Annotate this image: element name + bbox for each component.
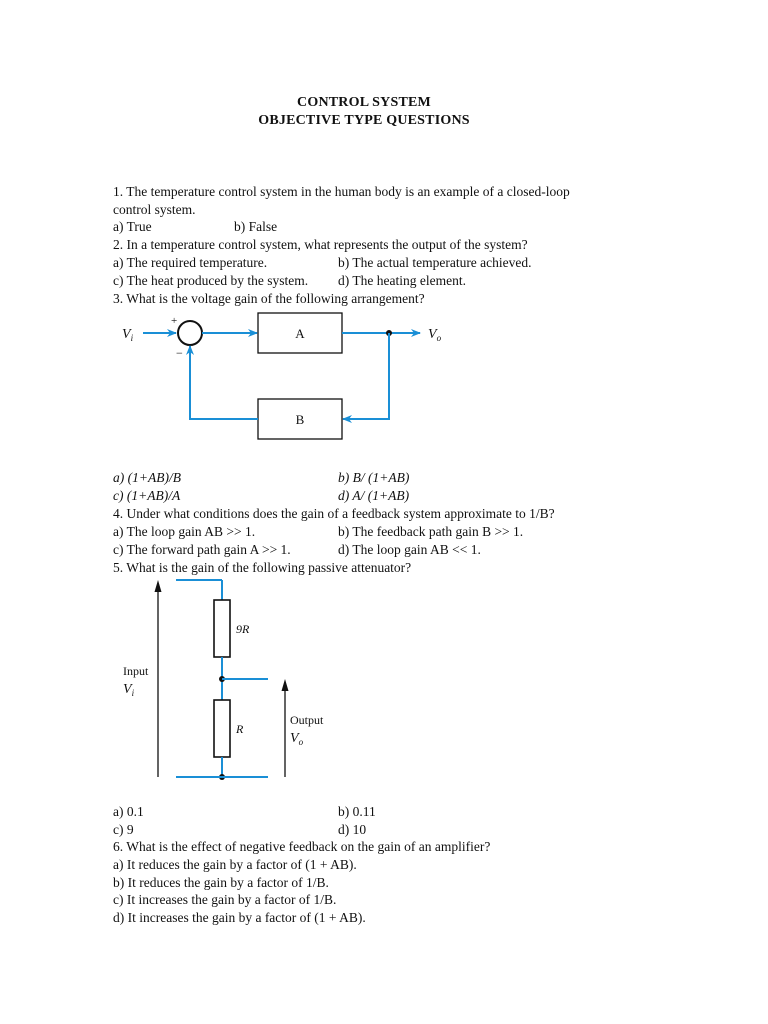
question-5-text: 5. What is the gain of the following pas… <box>113 560 412 575</box>
resistor-r <box>213 699 231 758</box>
attenuator-diagram: 9R R Input Vi Output Vo <box>123 579 324 780</box>
output-word: Output <box>290 713 324 727</box>
question-4-option-d: d) The loop gain AB << 1. <box>338 542 481 557</box>
attenuator-input-label: Vi <box>123 682 135 698</box>
q3-feedback-wire-right <box>342 333 390 423</box>
q3-minus-sign: − <box>176 346 183 360</box>
input-arrow-head <box>154 580 162 592</box>
question-2-text: 2. In a temperature control system, what… <box>113 237 528 252</box>
question-4-option-c: c) The forward path gain A >> 1. <box>113 542 291 557</box>
question-5-option-d: d) 10 <box>338 822 367 837</box>
question-6-option-b: b) It reduces the gain by a factor of 1/… <box>113 875 329 890</box>
question-6-text: 6. What is the effect of negative feedba… <box>113 839 491 854</box>
question-1-text-line2: control system. <box>113 202 196 217</box>
question-4-text: 4. Under what conditions does the gain o… <box>113 506 555 521</box>
question-5-option-b: b) 0.11 <box>338 804 376 819</box>
q3-output-label: Vo <box>428 327 442 343</box>
document-subtitle: OBJECTIVE TYPE QUESTIONS <box>258 113 470 128</box>
question-6-option-c: c) It increases the gain by a factor of … <box>113 892 337 907</box>
question-1-option-b: b) False <box>234 219 278 234</box>
question-4-option-b: b) The feedback path gain B >> 1. <box>338 524 524 539</box>
resistor-9r-label: 9R <box>236 622 250 636</box>
q3-input-label: Vi <box>122 327 134 343</box>
question-6-option-a: a) It reduces the gain by a factor of (1… <box>113 857 357 872</box>
question-2-option-d: d) The heating element. <box>338 273 466 288</box>
question-3-option-d: d) A/ (1+AB) <box>338 488 410 503</box>
question-5-option-c: c) 9 <box>113 822 134 837</box>
resistor-9r <box>213 599 231 658</box>
q3-feedback-wire-left <box>186 345 258 420</box>
block-a-label: A <box>295 326 305 341</box>
summing-junction <box>177 320 203 346</box>
question-3-text: 3. What is the voltage gain of the follo… <box>113 291 425 306</box>
question-3-option-b: b) B/ (1+AB) <box>338 470 410 485</box>
q3-plus-sign: + <box>171 315 177 327</box>
block-b-label: B <box>296 412 305 427</box>
question-2-option-a: a) The required temperature. <box>113 255 268 270</box>
question-4-option-a: a) The loop gain AB >> 1. <box>113 524 256 539</box>
question-1-text-line1: 1. The temperature control system in the… <box>113 184 570 199</box>
resistor-r-label: R <box>235 722 244 736</box>
question-3-option-c: c) (1+AB)/A <box>113 488 181 503</box>
attenuator-output-label: Vo <box>290 731 304 747</box>
question-6-option-d: d) It increases the gain by a factor of … <box>113 910 366 925</box>
question-3-option-a: a) (1+AB)/B <box>113 470 181 485</box>
question-1-option-a: a) True <box>113 219 152 234</box>
input-word: Input <box>123 664 149 678</box>
block-a <box>257 312 343 354</box>
question-5-option-a: a) 0.1 <box>113 804 144 819</box>
question-2-option-b: b) The actual temperature achieved. <box>338 255 532 270</box>
document-title: CONTROL SYSTEM <box>297 95 431 110</box>
output-arrow-head <box>281 679 289 691</box>
question-2-option-c: c) The heat produced by the system. <box>113 273 309 288</box>
